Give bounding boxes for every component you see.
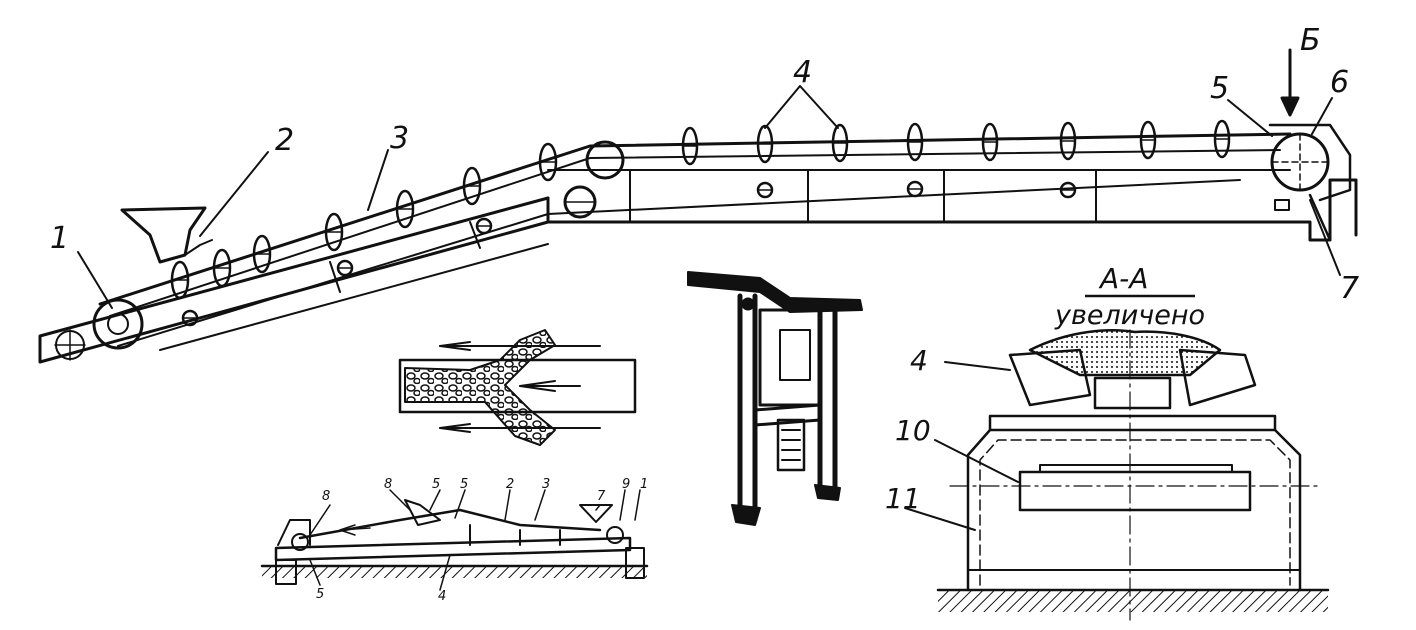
section-callout-10: 10 [895,414,931,447]
material-load [1028,329,1222,377]
inclined-frame [38,196,550,364]
belt-upper [98,132,1292,306]
small-callout-1: 1 [640,477,648,492]
small-callout-8: 8 [322,489,330,504]
tail-pulley [54,298,144,361]
material-stream [404,329,556,446]
callout-1: 1 [50,221,69,256]
small-callout-5b: 5 [460,477,468,492]
callout-3: 3 [390,121,409,156]
small-callout-9: 9 [622,477,630,492]
bend-pulley [563,140,625,219]
section-aa-view [904,329,1330,621]
drive-unit [1018,470,1252,512]
direction-arrow [1280,48,1300,117]
inclined-frame-inner [159,243,549,351]
section-callout-4: 4 [910,344,928,377]
wing-idler-right [1178,348,1257,407]
leader-lines [77,85,1341,309]
small-callout-7: 7 [597,489,606,504]
callout-6: 6 [1330,65,1349,100]
head-pulley [1268,123,1352,242]
small-callout-4: 4 [438,589,446,604]
small-callout-2: 2 [506,477,514,492]
section-subtitle: увеличено [1054,300,1205,331]
idler-rollers [170,119,1231,327]
small-conveyor-view [260,489,649,591]
section-title: А-А [1098,262,1148,295]
small-frame [274,536,632,562]
section-callout-11: 11 [885,482,921,515]
small-callout-3: 3 [542,477,550,492]
callout-2: 2 [275,123,294,158]
small-belt [298,508,602,540]
labels: 1 2 3 4 5 6 7 Б А-А увеличено 4 10 11 8 … [50,23,1359,604]
center-idler [1093,376,1172,410]
small-callout-5c: 5 [316,587,324,602]
small-callout-5a: 5 [432,477,440,492]
callout-5: 5 [1210,71,1229,106]
direction-label: Б [1300,23,1321,58]
main-conveyor-view [38,48,1358,364]
loading-hopper [120,206,213,264]
small-callout-8b: 8 [384,477,392,492]
horizontal-frame [546,178,1358,242]
callout-7: 7 [1340,271,1359,306]
tension-device-detail [687,271,863,526]
belt-return [117,179,1241,347]
material-flow-detail [398,329,637,446]
callout-4: 4 [793,55,812,90]
